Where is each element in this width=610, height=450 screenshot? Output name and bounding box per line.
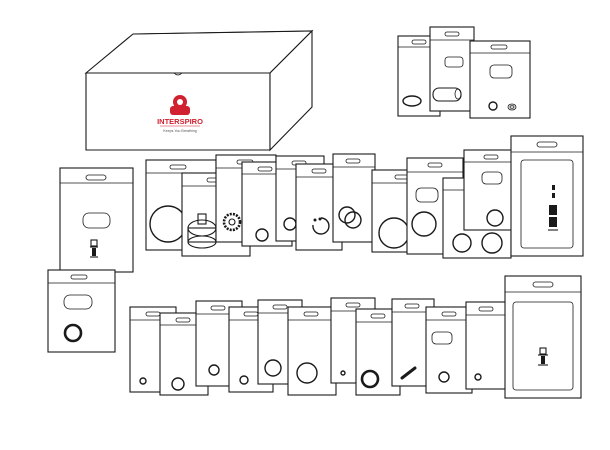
bottom-row-bags: [129, 275, 582, 399]
bag-oring-left: [47, 269, 116, 353]
brand-tagline: Keeps You Breathing: [163, 129, 197, 133]
kit-box: INTERSPIRO Keeps You Breathing: [84, 29, 314, 152]
brand-name: INTERSPIRO: [157, 117, 203, 126]
bag-bottom-11: [465, 301, 507, 390]
bag-tube: [429, 26, 475, 112]
bag-small-rings: [469, 40, 531, 119]
middle-row-bags: [47, 135, 584, 353]
bag-bottom-6: [287, 306, 337, 396]
bag-ring-d: [463, 149, 517, 231]
top-right-bag-cluster: [397, 26, 531, 119]
bag-fitting-tall: [59, 167, 134, 273]
bag-bottom-10: [425, 306, 473, 394]
bag-bottom-large-fitting: [504, 275, 582, 399]
brand-logo: INTERSPIRO Keeps You Breathing: [157, 95, 203, 133]
bag-double-ring: [332, 153, 376, 243]
bag-large-parts: [510, 135, 584, 257]
